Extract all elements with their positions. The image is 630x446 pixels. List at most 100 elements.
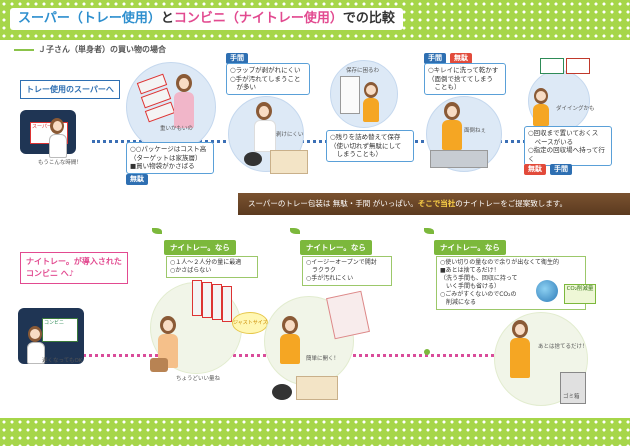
c-step3-caption: あとは捨てるだけ！ bbox=[538, 344, 588, 350]
shopper-face bbox=[447, 106, 457, 117]
c-step1-caption: ちょうどいい量ね bbox=[176, 376, 221, 382]
banner-text-after: のナイトレーをご提案致します。 bbox=[455, 199, 567, 208]
shopper-face bbox=[30, 329, 40, 339]
step5-caption: ダイイングかも bbox=[556, 106, 595, 112]
hassle-tag: 手間 bbox=[424, 53, 446, 64]
note-line: が多い bbox=[230, 83, 257, 91]
hassle-tag: 手間 bbox=[550, 164, 572, 175]
nightray-head: ナイトレー。なら bbox=[164, 240, 236, 255]
earth-icon bbox=[536, 280, 558, 302]
step3-caption: 保存に困るわ bbox=[346, 68, 380, 74]
title-part1: スーパー（トレー使用） bbox=[18, 11, 161, 26]
shopper-face bbox=[163, 320, 173, 331]
open-pack-icon bbox=[326, 290, 370, 340]
bin-label: ゴミ箱 bbox=[563, 394, 580, 400]
banner-text-highlight: そこで当社 bbox=[417, 199, 456, 208]
page-subtitle: Ｊ子さん（単身者）の買い物の場合 bbox=[14, 44, 166, 55]
proposal-banner-text: スーパーのトレー包装は 無駄・手間 がいっぱい。そこで当社のナイトレーをご提案致… bbox=[248, 198, 567, 209]
note-line: ■買い物袋がかさばる bbox=[130, 162, 195, 170]
leaf-icon bbox=[424, 228, 434, 234]
convenience-store-icon bbox=[42, 318, 78, 342]
title-and: と bbox=[160, 11, 174, 26]
sink-icon bbox=[430, 150, 488, 168]
note-line: ■あとは捨てるだけ！ bbox=[440, 267, 500, 274]
shopper-body bbox=[533, 104, 549, 126]
step1-note: ○○パッケージはコスト高 （ターゲットは家族層） ■買い物袋がかさばる bbox=[126, 142, 214, 174]
title-end: での比較 bbox=[342, 11, 395, 26]
convenience-store-sign: コンビニ bbox=[44, 320, 65, 326]
supermarket-callout: トレー使用のスーパーへ bbox=[20, 80, 120, 99]
shopper-body bbox=[254, 120, 276, 152]
note-line: ○手が汚れてしまうこと bbox=[230, 74, 301, 83]
waste-tag: 無駄 bbox=[524, 164, 546, 175]
note-line: （使い切れず無駄にして bbox=[330, 141, 402, 150]
nightray-head: ナイトレー。なら bbox=[300, 240, 372, 255]
convenience-callout: ナイトレー。が導入された コンビニ へ♪ bbox=[20, 252, 128, 284]
supermarket-path bbox=[92, 140, 532, 143]
cutting-board-icon bbox=[270, 150, 308, 174]
footer-band bbox=[0, 418, 630, 446]
note-line: 削減になる bbox=[440, 299, 477, 306]
note-line: ○回収まで置いておくス bbox=[528, 129, 599, 137]
trash-bin-icon bbox=[560, 372, 586, 404]
shopper-body bbox=[510, 338, 530, 378]
sprout-icon bbox=[424, 349, 430, 355]
note-line: （ターゲットは家族層） bbox=[130, 153, 202, 162]
callout-line: コンビニ へ♪ bbox=[26, 269, 74, 278]
note-line: ○手が汚れにくい bbox=[306, 275, 354, 282]
note-line: （面倒で捨ててしまう bbox=[428, 74, 493, 83]
shopper-face bbox=[515, 324, 525, 335]
note-line: ことも） bbox=[428, 83, 461, 91]
c-step2-caption: 簡単に開く！ bbox=[306, 356, 340, 362]
shopper-face bbox=[285, 320, 295, 331]
step3-note: ○残りを詰め替えて保存 （使い切れず無駄にして しまうことも） bbox=[326, 130, 414, 162]
note-line: ○○パッケージはコスト高 bbox=[130, 145, 207, 153]
note-line: ○ラップが剥がれにくい bbox=[230, 66, 301, 74]
cutting-board-icon bbox=[296, 376, 338, 400]
supermarket-person-caption: もうこんな時間！ bbox=[38, 160, 82, 166]
recycle-box-icon bbox=[566, 58, 590, 74]
note-line: ラクラク bbox=[306, 267, 337, 274]
note-line: （洗う手間も、回収に持って bbox=[440, 275, 518, 282]
shopping-bag-icon bbox=[150, 358, 168, 372]
proposal-banner bbox=[238, 193, 630, 215]
note-line: しまうことも） bbox=[330, 150, 383, 158]
nightray-head: ナイトレー。なら bbox=[434, 240, 506, 255]
hassle-tag: 手間 bbox=[226, 53, 248, 64]
note-line: ○１人〜２人分の量に最適 bbox=[170, 259, 242, 266]
step4-caption: 面倒ねぇ bbox=[464, 128, 487, 134]
shopper-face bbox=[536, 91, 546, 101]
banner-text-before: スーパーのトレー包装は 無駄・手間 がいっぱい。 bbox=[248, 199, 418, 208]
note-line: いく手間も省ける） bbox=[440, 283, 501, 290]
note-line: ○イージーオープンで開封 bbox=[306, 259, 377, 266]
note-line: ペースがいる bbox=[528, 137, 574, 146]
shopper-body bbox=[442, 120, 462, 150]
fridge-icon bbox=[340, 76, 360, 114]
note-line: ○キレイに洗って乾かす bbox=[428, 66, 499, 74]
shopper-body bbox=[174, 92, 194, 128]
callout-line: ナイトレー。が導入された bbox=[26, 257, 122, 266]
c-step2-note: ○イージーオープンで開封 ラクラク ○手が汚れにくい bbox=[302, 256, 392, 286]
shopper-body bbox=[280, 334, 300, 364]
shopper-face bbox=[259, 106, 269, 117]
step2-caption: 剥けにくい bbox=[276, 132, 304, 138]
shopper-body bbox=[49, 134, 67, 158]
step4-note: ○キレイに洗って乾かす （面倒で捨ててしまう ことも） bbox=[424, 63, 506, 95]
waste-tag: 無駄 bbox=[126, 174, 148, 185]
waste-tag: 無駄 bbox=[450, 53, 472, 64]
page-title: スーパー（トレー使用）とコンビニ（ナイトレー使用）での比較 bbox=[10, 8, 403, 30]
co2-label: CO₂削減量 bbox=[564, 284, 596, 304]
note-line: ○ごみがすくないのでCO₂の bbox=[440, 291, 517, 298]
c-step1-note: ○１人〜２人分の量に最適 ○かさばらない bbox=[166, 256, 258, 278]
step5-note: ○回収まで置いておくス ペースがいる ○指定の回収場へ持って行く bbox=[524, 126, 612, 166]
supermarket-store-sign: スーパー bbox=[32, 124, 52, 130]
convenience-person-caption: 遅くなってもOK bbox=[42, 358, 83, 364]
leaf-icon bbox=[152, 228, 162, 234]
shopper-face bbox=[366, 85, 376, 95]
step1-caption: 重いかもいの bbox=[160, 126, 193, 132]
shopper-body bbox=[363, 98, 379, 122]
pot-icon bbox=[244, 152, 262, 166]
shopper-face bbox=[53, 121, 62, 131]
note-line: ○使い切りの量なので余りが出なくて衛生的 bbox=[440, 259, 560, 266]
just-size-badge: ジャストサイズ bbox=[232, 312, 268, 334]
